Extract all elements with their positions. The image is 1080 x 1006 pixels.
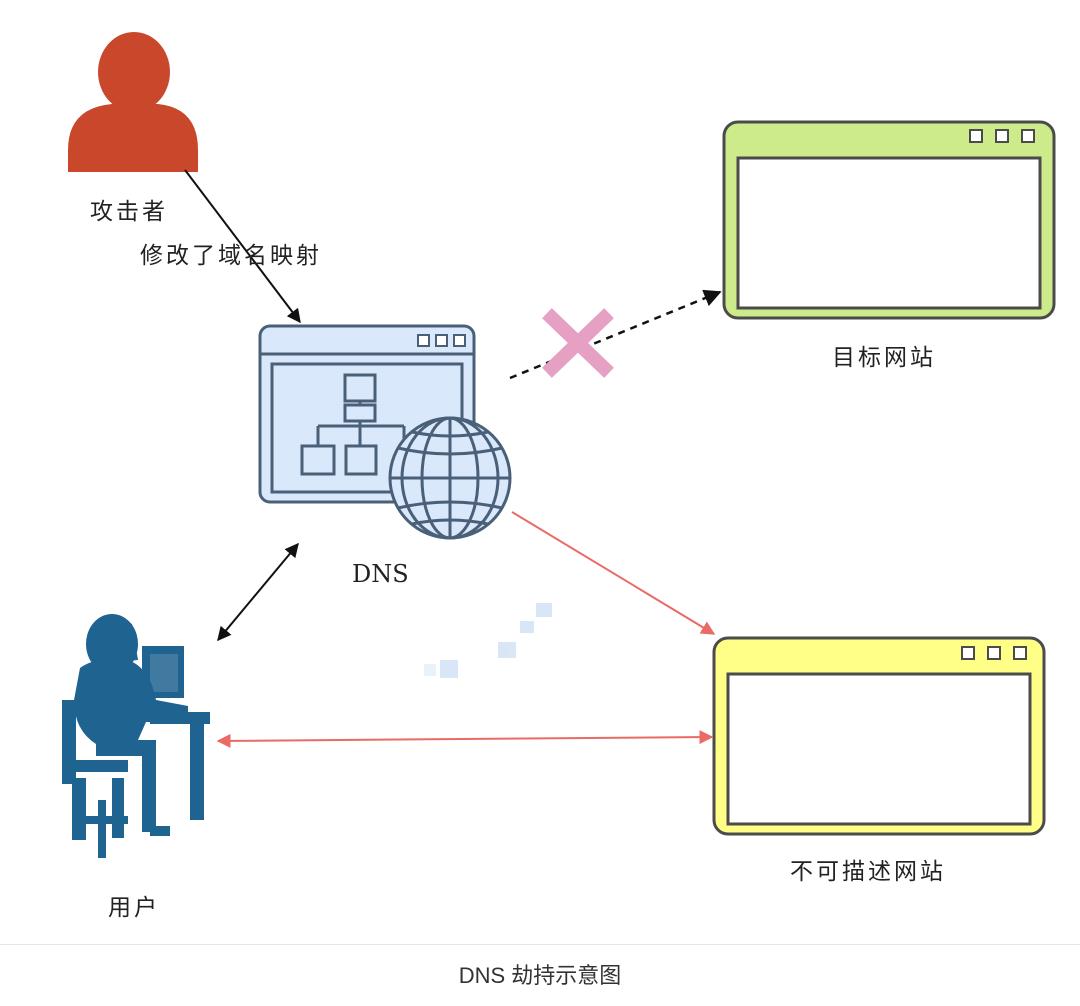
target-website-label: 目标网站 xyxy=(832,345,936,371)
user-indescribable-red-double-arrow xyxy=(216,730,714,748)
dns-hijack-diagram xyxy=(62,32,1056,858)
dns-label: DNS xyxy=(352,560,409,588)
user-dns-double-arrow xyxy=(217,542,299,642)
target-website-window xyxy=(722,120,1056,320)
attacker-to-dns-arrow xyxy=(184,169,301,324)
attacker-label: 攻击者 xyxy=(90,199,168,225)
indescribable-website-window xyxy=(712,636,1046,836)
blurred-mosaic xyxy=(424,603,552,678)
user-icon xyxy=(62,614,210,858)
modify-mapping-label: 修改了域名映射 xyxy=(140,243,322,269)
figure-caption: DNS 劫持示意图 xyxy=(458,963,622,988)
dns-server-icon xyxy=(258,324,512,540)
indescribable-website-label: 不可描述网站 xyxy=(790,859,946,885)
dns-to-target-dashed-arrow xyxy=(509,289,722,380)
caption-divider xyxy=(0,944,1080,945)
dns-to-indescribable-red-arrow xyxy=(511,511,716,635)
user-label: 用户 xyxy=(108,895,160,921)
attacker-icon xyxy=(68,32,198,172)
blocked-cross-mark xyxy=(542,308,614,378)
